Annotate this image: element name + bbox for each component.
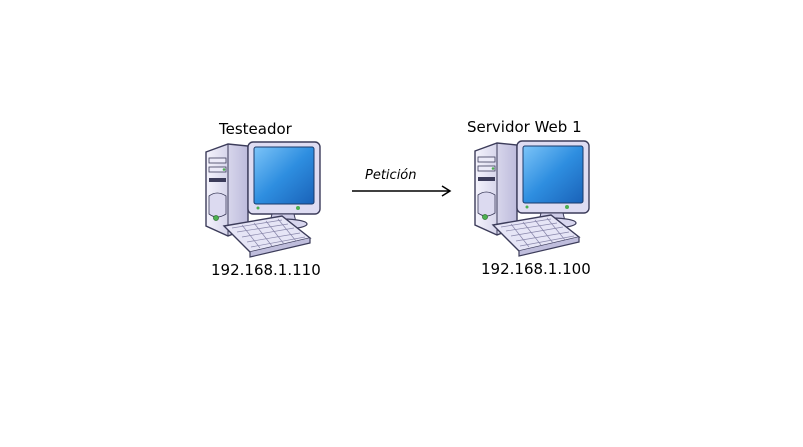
server-computer-icon	[474, 140, 590, 257]
tester-computer-icon	[205, 141, 321, 258]
request-arrow	[352, 185, 452, 197]
tester-title: Testeador	[219, 120, 292, 138]
server-title: Servidor Web 1	[467, 118, 582, 136]
tester-ip: 192.168.1.110	[211, 261, 321, 279]
request-label: Petición	[365, 168, 417, 183]
server-ip: 192.168.1.100	[481, 260, 591, 278]
